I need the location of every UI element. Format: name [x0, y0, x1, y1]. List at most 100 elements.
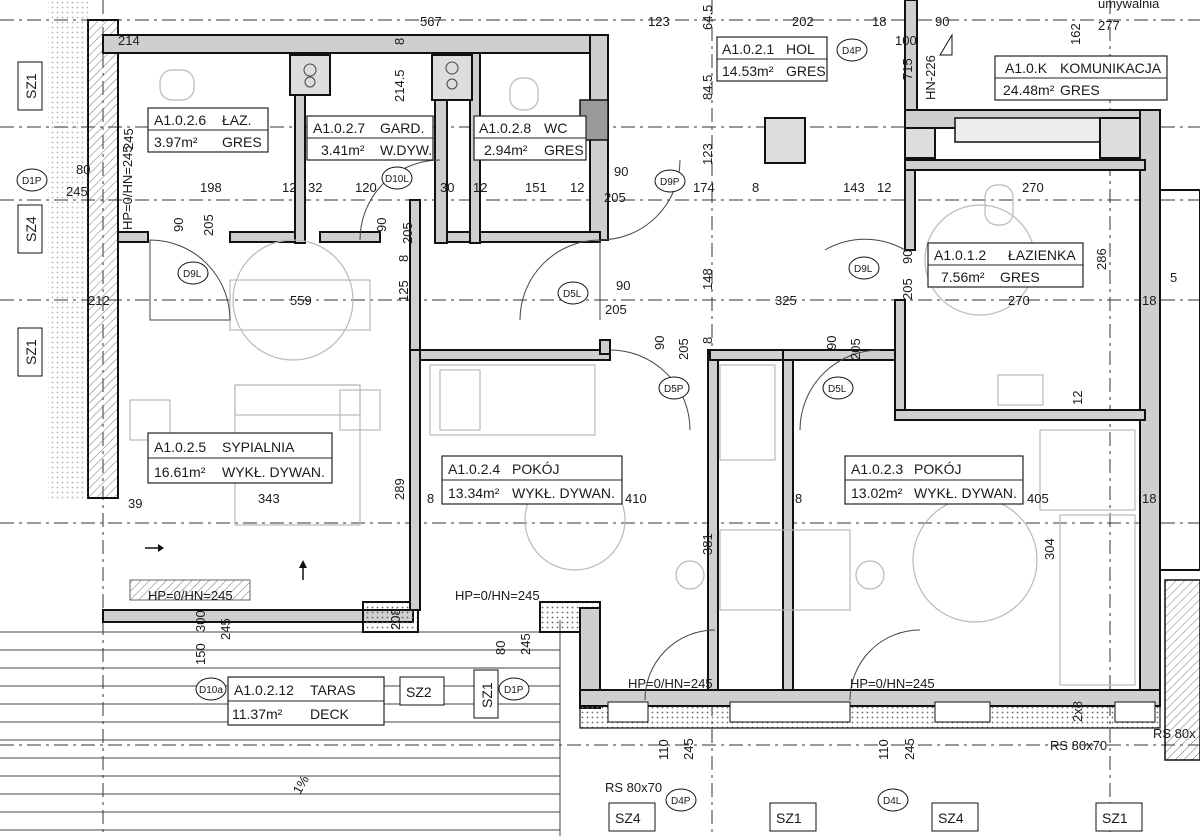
room-code: A1.0.2.8: [479, 120, 531, 136]
door-tag: D10a: [195, 677, 227, 701]
dimension-labels: 567 123 64.5 202 18 90 162 277 214 8 214…: [66, 5, 1177, 797]
svg-text:D4L: D4L: [883, 796, 902, 807]
svg-text:205: 205: [900, 278, 915, 300]
door-tag: D4P: [836, 38, 868, 62]
svg-text:174: 174: [693, 180, 715, 195]
window-tag: SZ4: [931, 802, 979, 832]
svg-text:18: 18: [1142, 293, 1156, 308]
svg-text:410: 410: [625, 491, 647, 506]
svg-text:5: 5: [1170, 270, 1177, 285]
room-code: A1.0.2.1: [722, 41, 774, 57]
svg-text:umywalnia: umywalnia: [1098, 0, 1160, 11]
window-tag: SZ4: [608, 802, 656, 832]
svg-text:110: 110: [876, 739, 891, 760]
svg-text:245: 245: [681, 738, 696, 760]
svg-text:D4P: D4P: [842, 46, 862, 57]
svg-text:D5L: D5L: [563, 289, 582, 300]
svg-text:D10a: D10a: [199, 685, 223, 696]
svg-text:205: 205: [201, 214, 216, 236]
door-tag: D4L: [877, 788, 909, 812]
room-finish: GRES: [786, 63, 826, 79]
svg-text:SZ4: SZ4: [23, 216, 39, 242]
svg-text:205: 205: [604, 190, 626, 205]
svg-text:D9P: D9P: [660, 177, 680, 188]
svg-text:125: 125: [396, 280, 411, 302]
svg-text:245: 245: [66, 184, 88, 199]
svg-text:214: 214: [118, 33, 140, 48]
room-label-lazienka-2: A1.0.1.2 ŁAZIENKA 7.56m² GRES: [927, 242, 1084, 288]
window-tag: SZ1: [769, 802, 817, 832]
svg-text:18: 18: [1142, 491, 1156, 506]
svg-text:90: 90: [614, 164, 628, 179]
room-label-lazienka-1: A1.0.2.6 ŁAZ. 3.97m² GRES: [147, 107, 269, 153]
room-name: HOL: [786, 41, 815, 57]
room-name: POKÓJ: [914, 461, 961, 477]
svg-text:39: 39: [128, 496, 142, 511]
room-code: A1.0.K: [1005, 60, 1048, 76]
door-tag: D5P: [658, 376, 690, 400]
svg-text:202: 202: [792, 14, 814, 29]
door-tag: D5L: [822, 376, 854, 400]
svg-text:12: 12: [877, 180, 891, 195]
room-area: 3.97m²: [154, 134, 198, 150]
room-finish: WYKŁ. DYWAN.: [914, 485, 1017, 501]
room-area: 13.34m²: [448, 485, 500, 501]
svg-text:90: 90: [935, 14, 949, 29]
exterior-walls: [48, 0, 1200, 761]
room-label-pokoj-2: A1.0.2.3 POKÓJ 13.02m² WYKŁ. DYWAN.: [844, 455, 1024, 505]
svg-text:32: 32: [308, 180, 322, 195]
room-finish: GRES: [544, 142, 584, 158]
room-code: A1.0.2.4: [448, 461, 500, 477]
svg-text:SZ1: SZ1: [1102, 810, 1128, 826]
room-label-hol: A1.0.2.1 HOL 14.53m² GRES: [716, 36, 828, 82]
svg-text:D9L: D9L: [183, 269, 202, 280]
svg-text:162: 162: [1068, 23, 1083, 45]
svg-text:SZ1: SZ1: [479, 682, 495, 708]
svg-text:245: 245: [902, 738, 917, 760]
svg-text:8: 8: [795, 491, 802, 506]
door-tag: D5L: [557, 281, 589, 305]
door-tag: D9L: [848, 256, 880, 280]
room-finish: GRES: [1000, 269, 1040, 285]
svg-text:12: 12: [282, 180, 296, 195]
svg-text:2x8: 2x8: [1070, 701, 1085, 722]
room-area: 24.48m²: [1003, 82, 1055, 98]
room-finish: GRES: [222, 134, 262, 150]
svg-text:D10L: D10L: [385, 174, 409, 185]
svg-text:148: 148: [700, 268, 715, 290]
svg-text:90: 90: [374, 218, 389, 232]
svg-text:RS 80x70: RS 80x70: [605, 780, 662, 795]
interior-walls: [117, 52, 1146, 691]
svg-text:RS 80x70: RS 80x70: [1050, 738, 1107, 753]
room-finish: WYKŁ. DYWAN.: [222, 464, 325, 480]
room-label-garderoba: A1.0.2.7 GARD. 3.41m² W.DYW.: [306, 115, 434, 161]
svg-text:8: 8: [427, 491, 434, 506]
svg-text:8: 8: [752, 180, 759, 195]
room-label-komunikacja: A1.0.K KOMUNIKACJA 24.48m² GRES: [994, 55, 1168, 101]
svg-text:64.5: 64.5: [700, 5, 715, 30]
svg-text:8: 8: [392, 38, 407, 45]
door-tag: D1P: [16, 168, 48, 192]
room-label-sypialnia: A1.0.2.5 SYPIALNIA 16.61m² WYKŁ. DYWAN.: [147, 432, 333, 484]
svg-text:90: 90: [900, 250, 915, 264]
svg-text:120: 120: [355, 180, 377, 195]
door-tags: D9L D10L D9P D5L D5P D5L D9L D4P D1P D10…: [16, 38, 909, 812]
svg-text:123: 123: [648, 14, 670, 29]
svg-text:D5P: D5P: [664, 384, 684, 395]
svg-text:151: 151: [525, 180, 547, 195]
svg-text:HP=0/HN=245: HP=0/HN=245: [455, 588, 540, 603]
room-code: A1.0.1.2: [934, 247, 986, 263]
room-name: TARAS: [310, 682, 356, 698]
door-tag: D9P: [654, 169, 686, 193]
svg-text:143: 143: [843, 180, 865, 195]
svg-text:HP=0/HN=245: HP=0/HN=245: [120, 145, 135, 230]
room-code: A1.0.2.12: [234, 682, 294, 698]
svg-text:270: 270: [1022, 180, 1044, 195]
svg-text:SZ2: SZ2: [406, 684, 432, 700]
svg-text:80: 80: [493, 641, 508, 655]
svg-text:SZ1: SZ1: [776, 810, 802, 826]
room-area: 3.41m²: [321, 142, 365, 158]
svg-text:205: 205: [400, 222, 415, 244]
height-notes: HP=0/HN=245 HP=0/HN=245 HP=0/HN=245 HP=0…: [120, 0, 1196, 795]
